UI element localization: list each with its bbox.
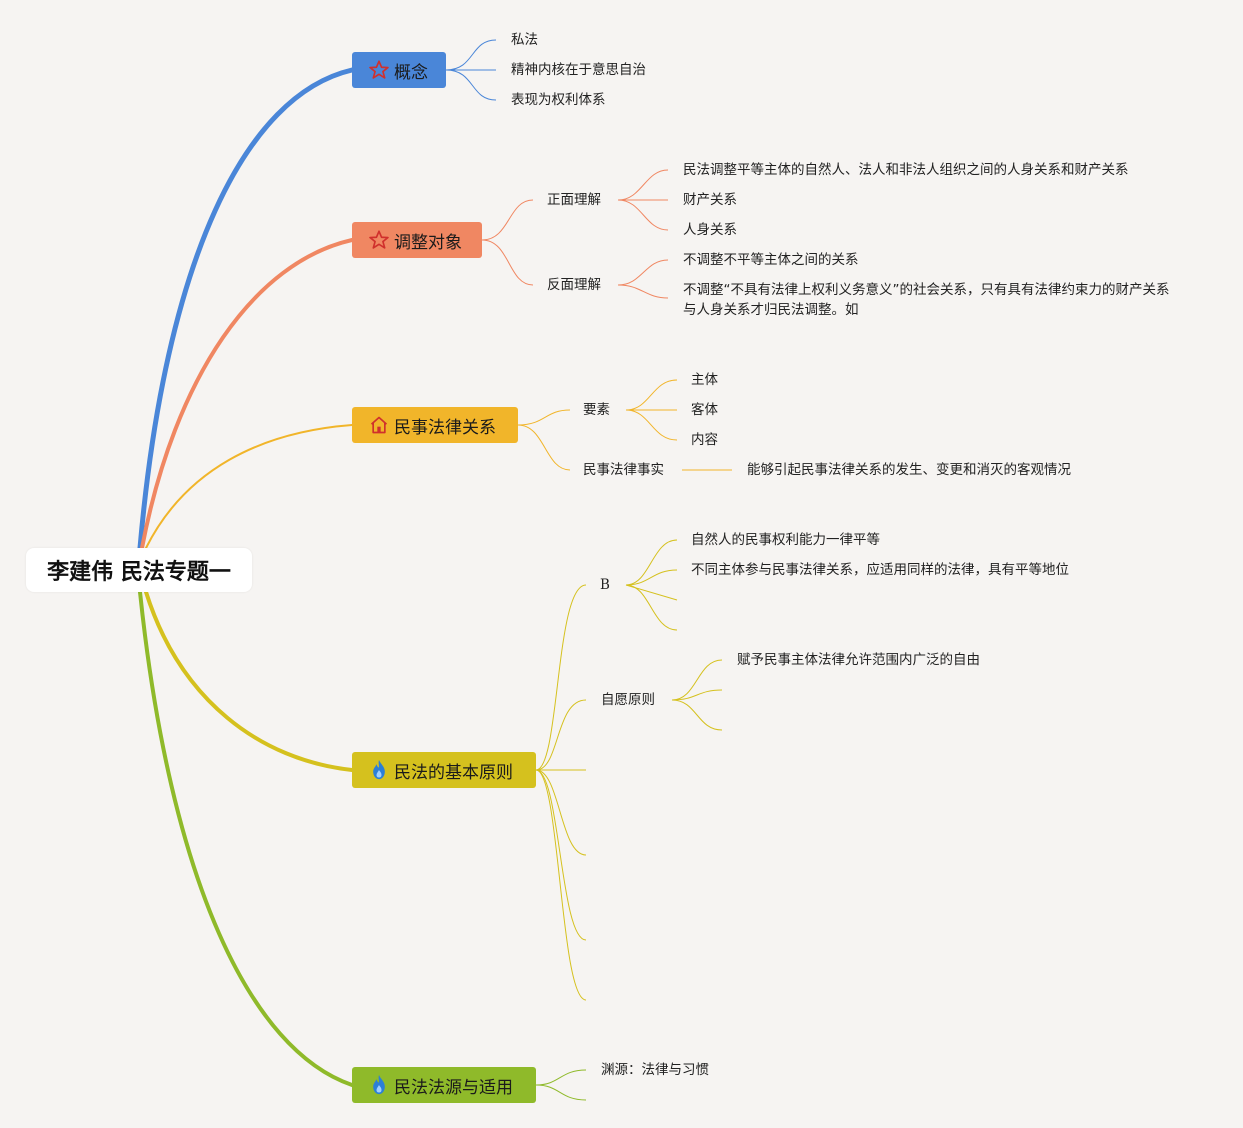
node-elements[interactable]: 要素: [583, 402, 610, 418]
connector-root-concept: [137, 67, 355, 551]
node-positive-understanding[interactable]: 正面理解: [547, 192, 601, 208]
node-private-law[interactable]: 私法: [511, 32, 538, 48]
connectors-concept: [445, 39, 497, 101]
branch-label: 民法法源与适用: [394, 1077, 513, 1098]
branch-concept[interactable]: 概念: [352, 52, 446, 88]
node-sources[interactable]: 渊源：法律与习惯: [601, 1062, 709, 1078]
node-object[interactable]: 客体: [691, 402, 718, 418]
connectors-sources: [535, 1069, 587, 1101]
root-title: 李建伟 民法专题一: [47, 560, 231, 585]
flame-icon: [366, 758, 392, 782]
connectors-adjust: [481, 169, 669, 299]
root-topic[interactable]: 李建伟 民法专题一: [26, 548, 252, 592]
node-same-law[interactable]: 不同主体参与民事法律关系，应适用同样的法律，具有平等地位: [691, 562, 1069, 578]
node-no-legal-meaning[interactable]: 不调整“不具有法律上权利义务意义”的社会关系，只有具有法律约束力的财产关系与人身…: [683, 282, 1170, 318]
node-equal-capacity[interactable]: 自然人的民事权利能力一律平等: [691, 532, 880, 548]
connector-root-adjust: [140, 238, 354, 550]
house-icon: [366, 413, 392, 437]
node-positive-def[interactable]: 民法调整平等主体的自然人、法人和非法人组织之间的人身关系和财产关系: [683, 162, 1129, 178]
flame-icon: [366, 1073, 392, 1097]
branch-label: 调整对象: [394, 232, 462, 253]
branch-label: 概念: [394, 62, 428, 83]
node-legal-facts-def[interactable]: 能够引起民事法律关系的发生、变更和消灭的客观情况: [747, 462, 1071, 478]
node-principle-b[interactable]: B: [600, 577, 610, 593]
branch-adjustment-object[interactable]: 调整对象: [352, 222, 482, 258]
node-autonomy-core[interactable]: 精神内核在于意思自治: [511, 62, 646, 78]
node-voluntariness[interactable]: 自愿原则: [601, 692, 655, 708]
connectors-principles: [535, 539, 723, 1001]
connectors-relation: [517, 379, 732, 471]
branch-label: 民法的基本原则: [394, 762, 513, 783]
node-rights-system[interactable]: 表现为权利体系: [511, 92, 606, 108]
node-negative-understanding[interactable]: 反面理解: [547, 277, 601, 293]
branch-label: 民事法律关系: [394, 417, 496, 438]
node-broad-freedom[interactable]: 赋予民事主体法律允许范围内广泛的自由: [737, 652, 980, 668]
star-outline-icon: [366, 58, 392, 82]
node-subject[interactable]: 主体: [691, 372, 718, 388]
branch-sources-application[interactable]: 民法法源与适用: [352, 1067, 536, 1103]
connector-root-principles: [144, 590, 354, 772]
branch-civil-legal-relation[interactable]: 民事法律关系: [352, 407, 518, 443]
node-unequal-not-adjusted[interactable]: 不调整不平等主体之间的关系: [683, 252, 859, 268]
node-legal-facts[interactable]: 民事法律事实: [583, 462, 664, 478]
branch-basic-principles[interactable]: 民法的基本原则: [352, 752, 536, 788]
star-outline-icon: [366, 228, 392, 252]
connector-root-relation: [145, 424, 353, 549]
connector-root-sources: [138, 590, 354, 1087]
node-property-relation[interactable]: 财产关系: [683, 192, 737, 208]
node-content[interactable]: 内容: [691, 432, 718, 448]
node-personal-relation[interactable]: 人身关系: [683, 222, 737, 238]
